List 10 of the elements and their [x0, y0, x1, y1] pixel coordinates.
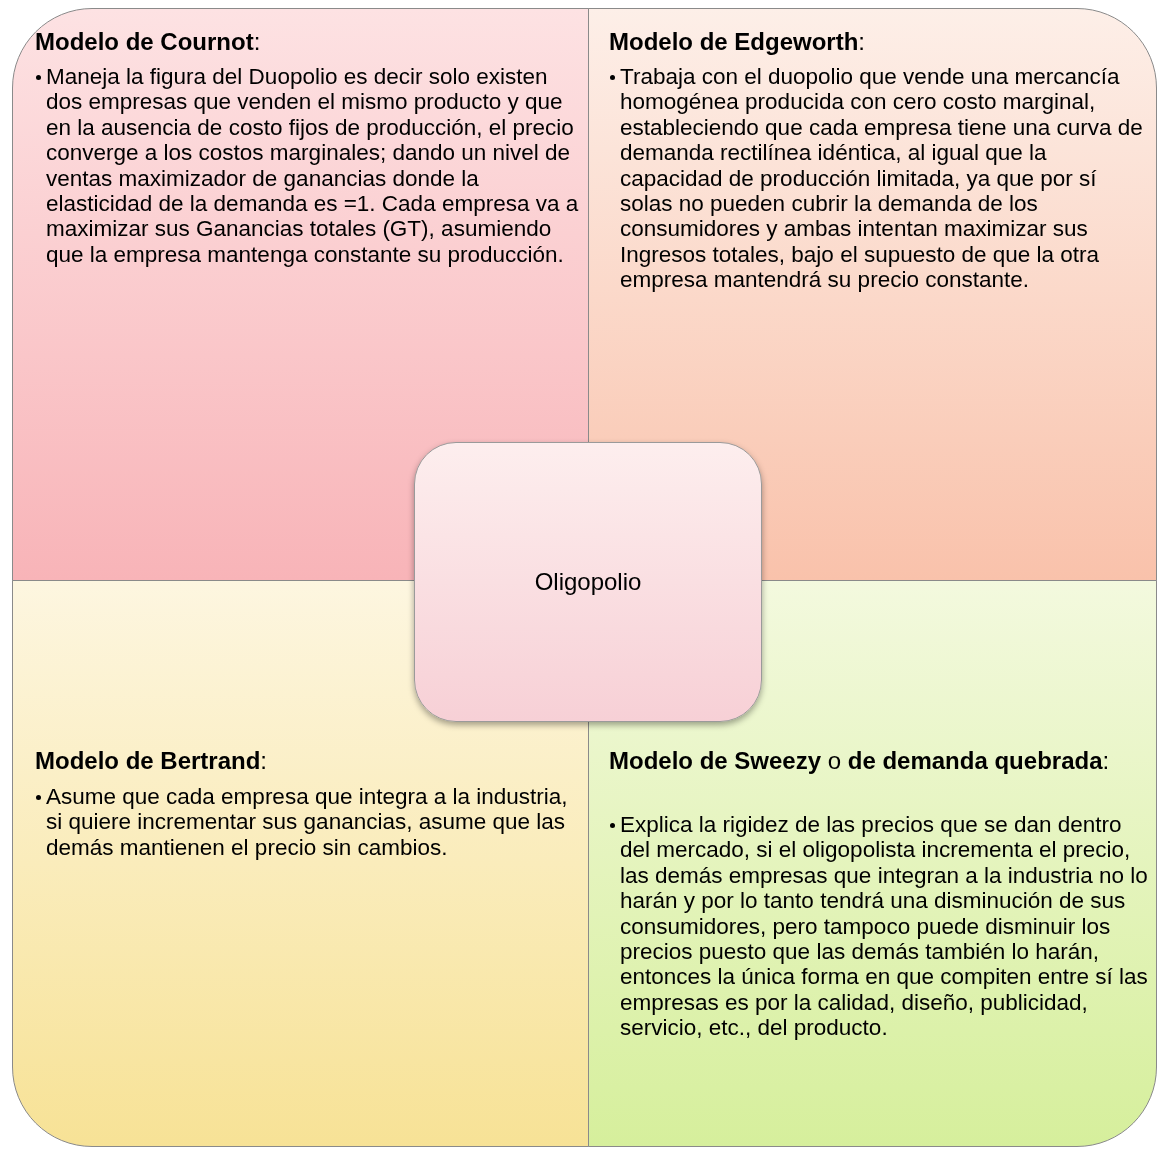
panel-heading: Modelo de Cournot:: [35, 28, 262, 56]
center-rounded-box: [414, 442, 762, 722]
bullet-text: Explica la rigidez de las precios que se dan dentro del mercado, si el oligopolista incrementa el precio, las demás empresas que integran a la industria no lo harán y por lo tanto tendrá una disminución de sus consumidores, pero tampoco puede disminuir los precios puesto que las demás también lo harán, entonces la única forma en que compiten entre sí las empresas es por la calidad, diseño, publicidad, servicio, etc., del producto.: [620, 812, 1149, 1041]
panel-heading: Modelo de Edgeworth:: [609, 28, 866, 56]
bullet-text: Maneja la figura del Duopolio es decir solo existen dos empresas que venden el mismo producto y que en la ausencia de costo fijos de producción, el precio converge a los costos marginales; dando un nivel de ventas maximizador de ganancias donde la elasticidad de la demanda es =1. Cada empresa va a maximizar sus Ganancias totales (GT), asumiendo que la empresa mantenga constante su producción.: [46, 64, 580, 268]
panel-heading: Modelo de Bertrand:: [35, 747, 269, 775]
center-label: Oligopolio: [534, 568, 642, 596]
bullet-text: Asume que cada empresa que integra a la industria, si quiere incrementar sus ganancias, asume que las demás mantienen el precio sin cambios.: [46, 784, 569, 861]
bullet-text: Trabaja con el duopolio que vende una mercancía homogénea producida con cero costo marginal, estableciendo que cada empresa tiene una curva de demanda rectilínea idéntica, al igual que la capacidad de producción limitada, ya que por sí solas no pueden cubrir la demanda de los consumidores y ambas intentan maximizar sus Ingresos totales, bajo el supuesto de que la otra empresa mantendrá su precio constante.: [620, 64, 1144, 293]
panel-heading: Modelo de Sweezy o de demanda quebrada:: [609, 747, 1111, 775]
